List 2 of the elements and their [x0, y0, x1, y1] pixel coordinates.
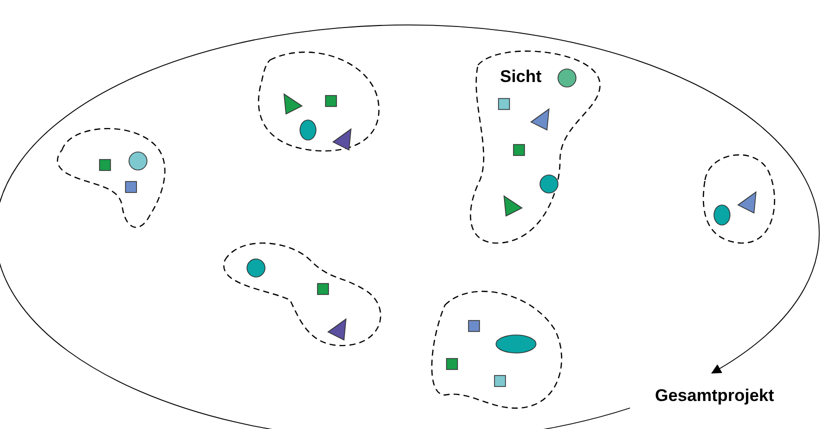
region-label: Sicht	[500, 67, 542, 87]
diagram-label: Gesamtprojekt	[655, 386, 774, 406]
